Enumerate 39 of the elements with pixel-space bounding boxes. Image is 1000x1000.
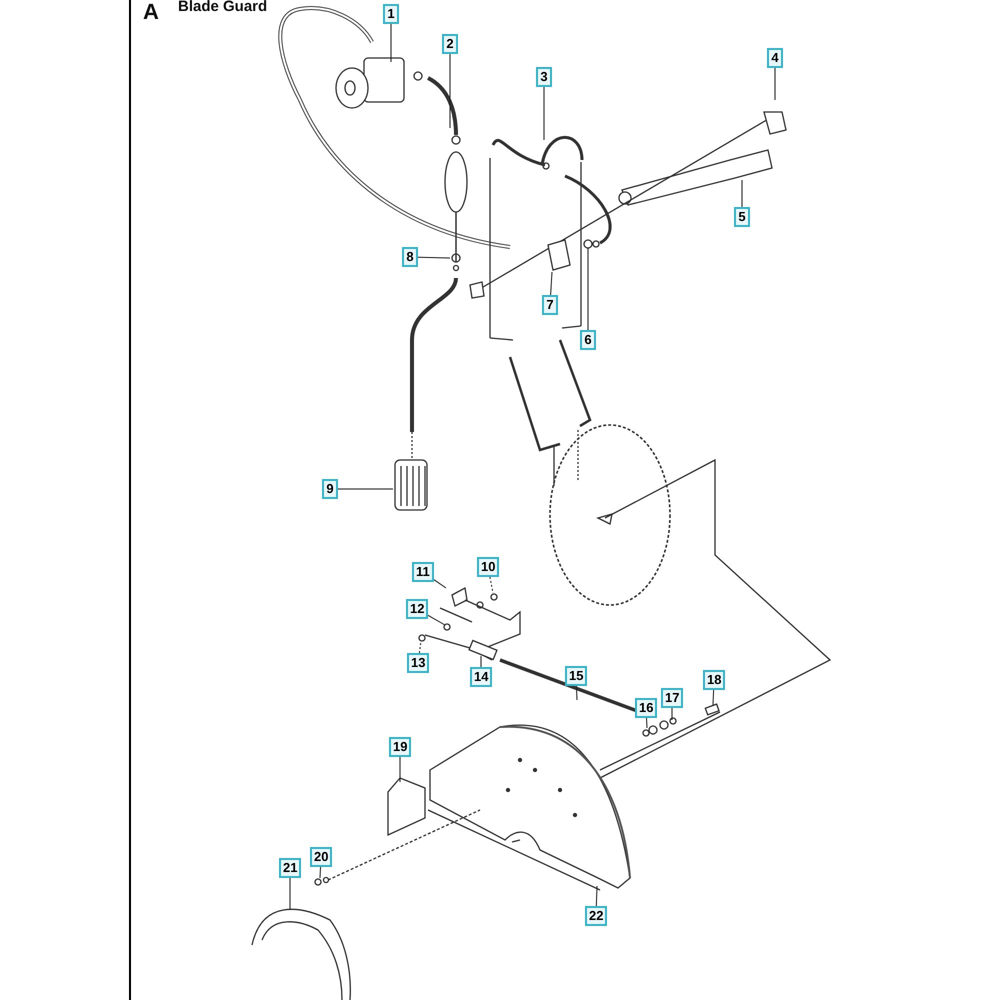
callout-number: 6 xyxy=(580,330,596,350)
callout-number: 2 xyxy=(442,34,458,54)
leader-line xyxy=(338,488,394,490)
callout-number: 19 xyxy=(389,737,412,757)
callout-number: 21 xyxy=(279,858,302,878)
leader-line xyxy=(576,686,578,700)
callout-number: 16 xyxy=(635,698,658,718)
callout-number: 3 xyxy=(536,67,552,87)
section-letter: A xyxy=(143,0,159,24)
callout-number: 20 xyxy=(310,847,332,867)
callout-number: 12 xyxy=(406,599,428,619)
callout-number: 13 xyxy=(407,653,430,673)
callout-number: 14 xyxy=(470,667,492,687)
leader-line xyxy=(550,272,552,296)
leader-line xyxy=(418,640,422,654)
callout-number: 5 xyxy=(734,207,750,227)
callout-number: 1 xyxy=(383,4,399,24)
callout-number: 22 xyxy=(585,906,608,926)
callout-number: 4 xyxy=(767,48,783,68)
callout-number: 15 xyxy=(565,666,588,686)
leader-line xyxy=(320,866,322,878)
leader-line xyxy=(646,718,648,728)
callout-number: 11 xyxy=(412,562,434,582)
callout-number: 17 xyxy=(661,688,684,708)
page-title: Blade Guard xyxy=(178,0,268,15)
leader-line xyxy=(489,576,494,594)
callout-number: 8 xyxy=(402,247,418,267)
callout-number: 10 xyxy=(477,557,500,577)
leader-line xyxy=(434,579,446,588)
leader-line xyxy=(712,690,714,706)
leader-line xyxy=(390,24,392,62)
leader-line xyxy=(418,256,450,258)
leader-line xyxy=(480,656,482,668)
callout-number: 7 xyxy=(542,295,558,315)
leader-line xyxy=(774,68,776,100)
callout-number: 18 xyxy=(703,670,726,690)
leader-line xyxy=(428,614,446,626)
callout-number: 9 xyxy=(322,479,338,499)
leader-line xyxy=(596,886,598,906)
